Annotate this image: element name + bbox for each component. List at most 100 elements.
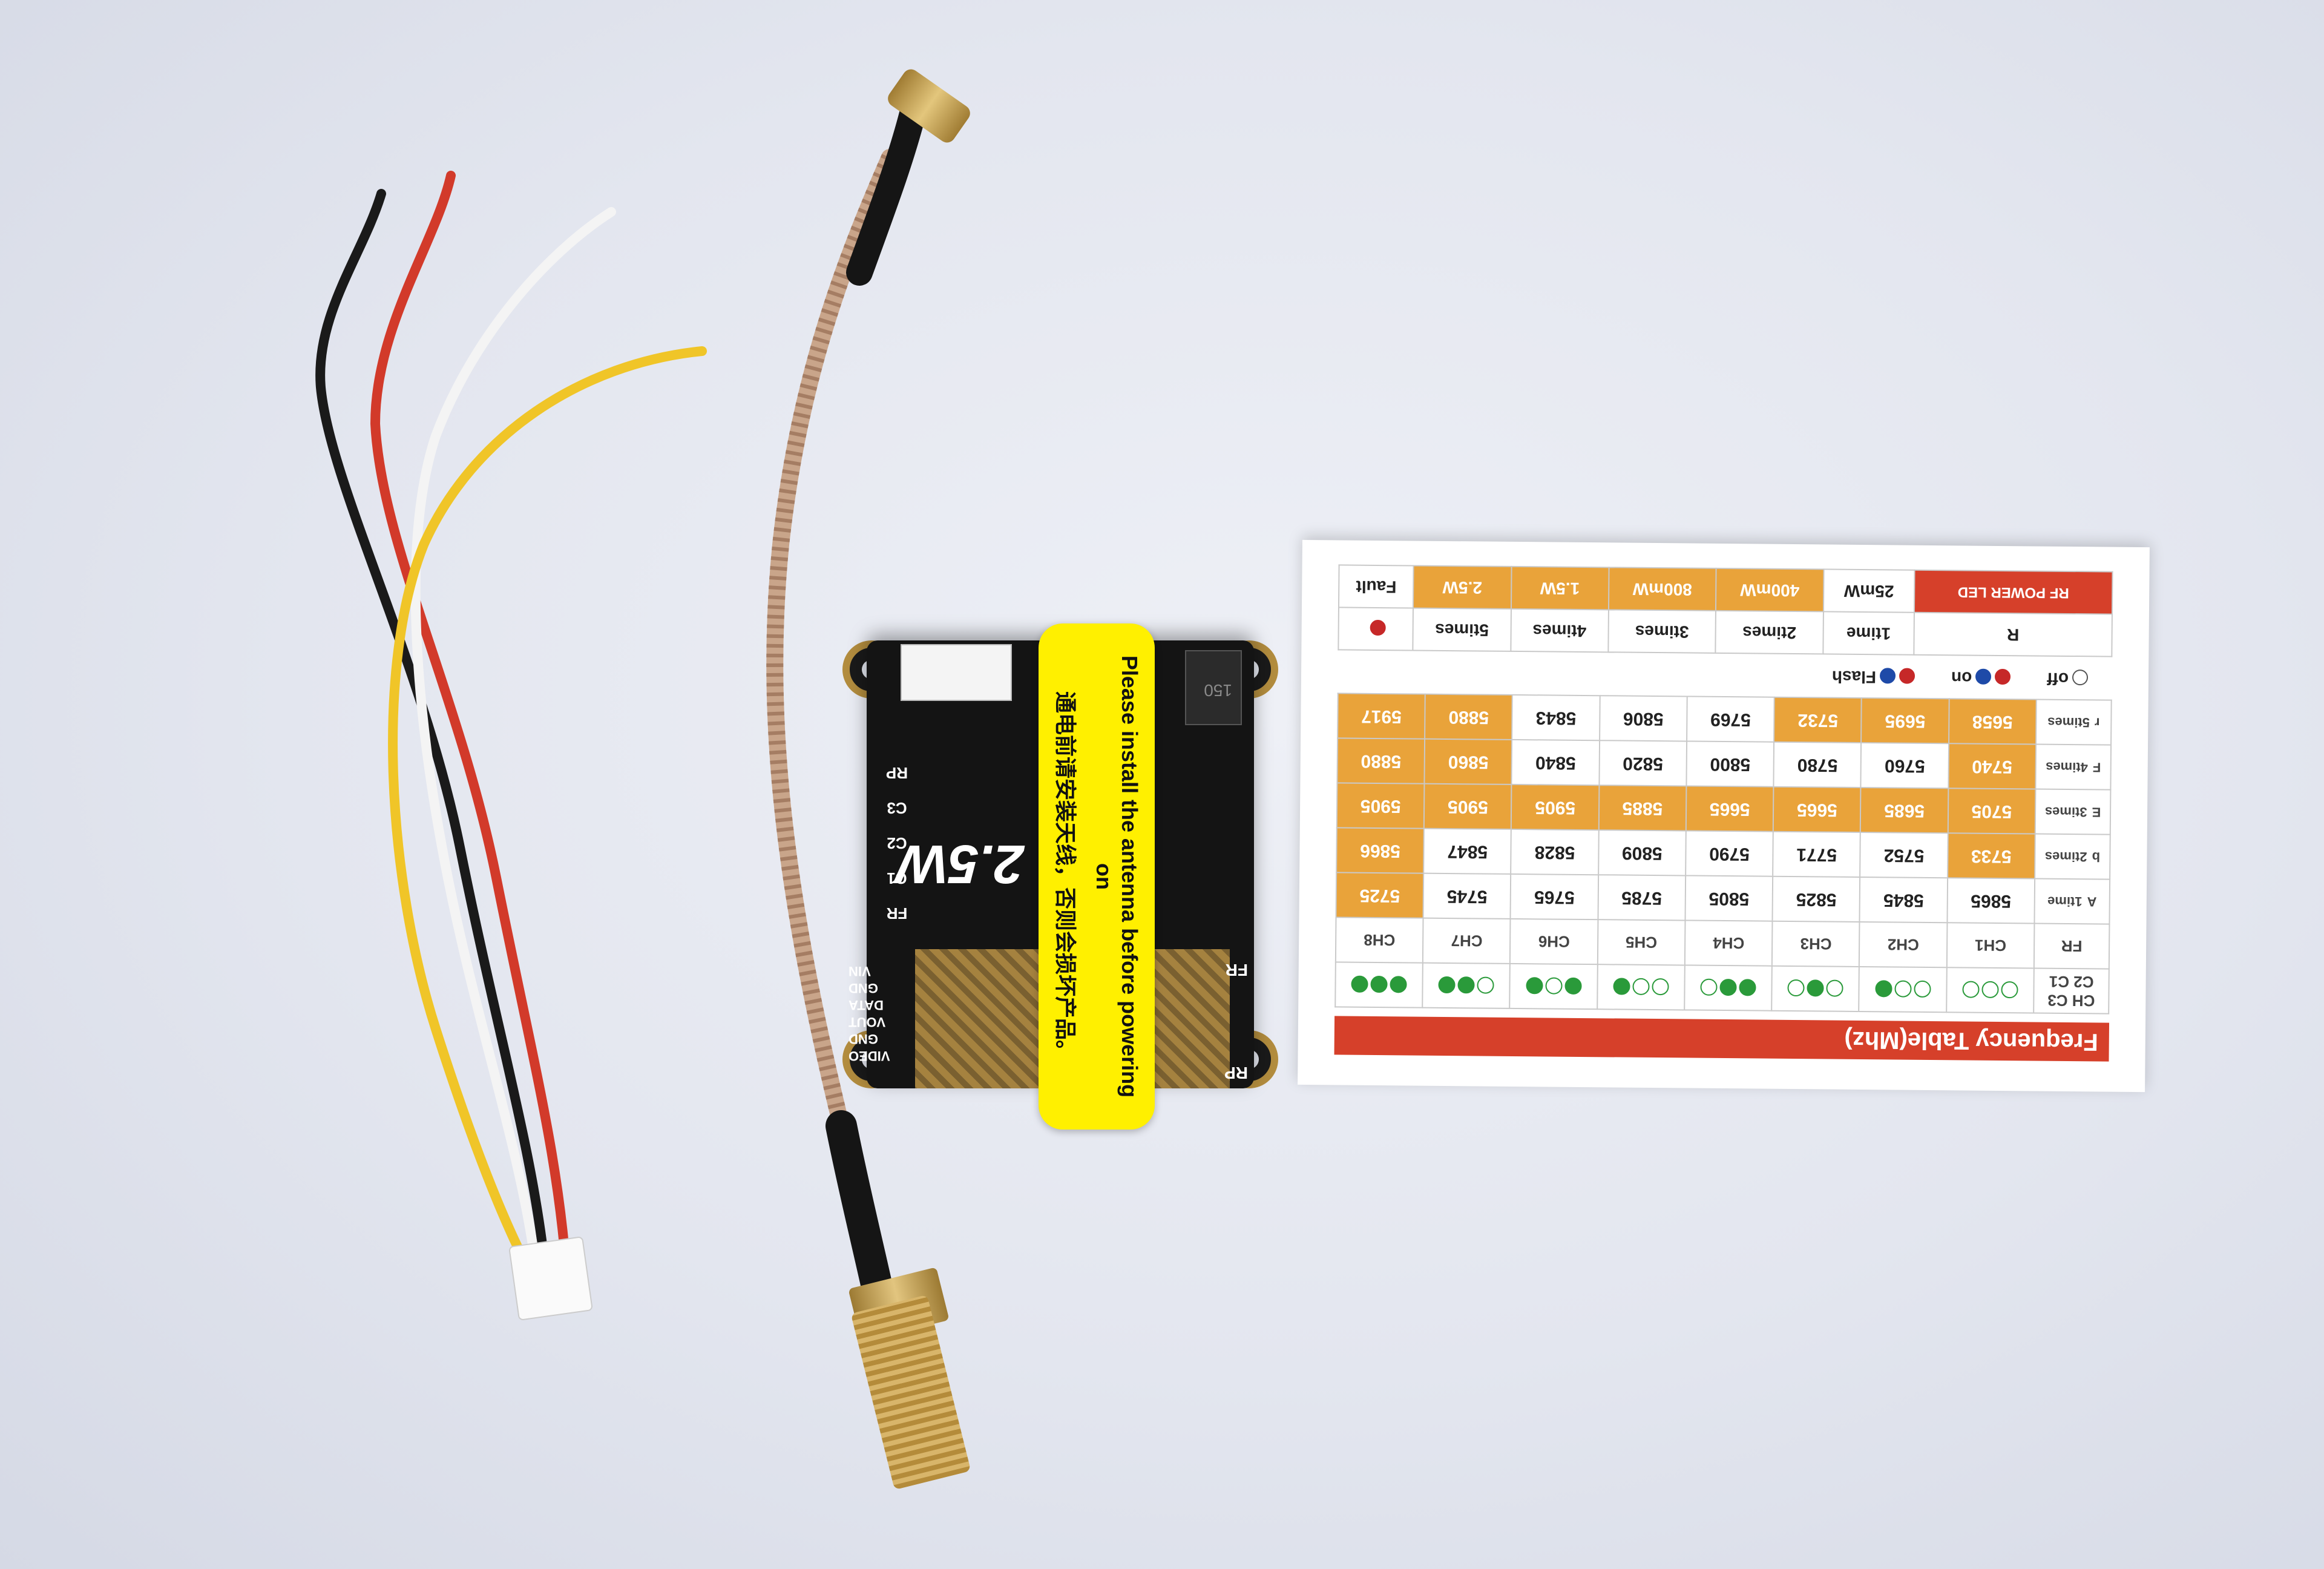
led-dot-icon bbox=[1894, 980, 1912, 998]
led-dot-icon bbox=[2001, 981, 2018, 999]
band-letter: F bbox=[2092, 760, 2101, 775]
band-label: F4times bbox=[2035, 744, 2112, 790]
pin-gnd-2: GND bbox=[849, 981, 878, 996]
led-dot-icon bbox=[1438, 976, 1456, 994]
led-dot-icon bbox=[1526, 977, 1543, 995]
pin-video: VIDEO bbox=[849, 1048, 890, 1064]
pin-vout: VOUT bbox=[849, 1015, 886, 1030]
frequency-cell: 5905 bbox=[1336, 783, 1425, 829]
legend-on-label: on bbox=[1951, 668, 1972, 688]
led-dot-icon bbox=[1787, 979, 1805, 997]
sticker-text-en: Please install the antenna before poweri… bbox=[1092, 655, 1142, 1098]
frequency-cell: 5917 bbox=[1338, 693, 1425, 739]
channel-header: CH7 bbox=[1423, 918, 1511, 964]
legend-off: off bbox=[2047, 669, 2089, 689]
led-dot-icon bbox=[1700, 978, 1718, 996]
led-dot-icon bbox=[1545, 977, 1563, 995]
corner-top: CH C3 bbox=[2047, 991, 2095, 1010]
warning-sticker: Please install the antenna before poweri… bbox=[1039, 623, 1155, 1130]
frequency-cell: 5905 bbox=[1511, 784, 1600, 831]
sticker-text-zh: 通电前请安装天线，否则会损坏产品。 bbox=[1053, 691, 1078, 1062]
inductor-mark: 150 bbox=[1204, 681, 1232, 700]
wire-yellow bbox=[388, 346, 707, 1270]
frequency-cell: 5665 bbox=[1773, 786, 1861, 832]
btn-rp: RP bbox=[885, 764, 908, 782]
band-label: b2times bbox=[2035, 834, 2110, 880]
led-dot-icon bbox=[1613, 978, 1630, 995]
led-dot-icon bbox=[1875, 980, 1892, 998]
power-marker: 4times bbox=[1510, 608, 1609, 653]
corner-cell: CH C3 C2 C1 bbox=[2034, 968, 2109, 1014]
frequency-cell: 5847 bbox=[1423, 828, 1512, 874]
power-value: 2.5W bbox=[1413, 565, 1512, 609]
corner-mid: C2 C1 bbox=[2049, 972, 2094, 992]
fault-dot-cell bbox=[1338, 607, 1414, 651]
power-marker: 5times bbox=[1413, 608, 1511, 651]
frequency-cell: 5665 bbox=[1686, 786, 1774, 832]
channel-dots-7 bbox=[1422, 962, 1511, 1008]
led-dot-icon bbox=[1477, 976, 1495, 994]
wire-red bbox=[370, 171, 571, 1270]
frequency-cell: 5860 bbox=[1424, 738, 1512, 784]
frequency-cell: 5800 bbox=[1686, 741, 1774, 787]
frequency-cell: 5866 bbox=[1336, 827, 1425, 873]
led-dot-icon bbox=[1826, 979, 1844, 997]
led-dot-icon bbox=[1914, 980, 1931, 998]
power-value: 800mW bbox=[1608, 567, 1716, 611]
channel-dots-5 bbox=[1597, 964, 1685, 1010]
corner-fr: FR bbox=[2034, 923, 2110, 969]
pin-data: DATA bbox=[849, 998, 884, 1013]
dots-row: CH C3 C2 C1 bbox=[1335, 962, 2109, 1014]
led-dot-icon bbox=[1390, 976, 1407, 993]
channel-header: CH1 bbox=[1946, 923, 2035, 969]
red-dot-icon bbox=[1995, 669, 2011, 685]
frequency-cell: 5905 bbox=[1424, 783, 1512, 829]
pad-label-rp: RP bbox=[1224, 1064, 1248, 1082]
frequency-cell: 5885 bbox=[1598, 785, 1687, 831]
power-marker: 2times bbox=[1715, 610, 1823, 654]
frequency-cell: 5769 bbox=[1687, 696, 1774, 742]
btn-fr: FR bbox=[886, 904, 908, 923]
frequency-cell: 5760 bbox=[1860, 742, 1949, 789]
flash-blue-dot-icon bbox=[1879, 668, 1896, 684]
power-marker: 1time bbox=[1823, 611, 1915, 655]
frequency-cell: 5725 bbox=[1336, 872, 1424, 918]
channel-header: CH8 bbox=[1335, 917, 1423, 963]
heatshrink-bottom bbox=[826, 1110, 893, 1305]
frequency-cell: 5740 bbox=[1948, 743, 2037, 789]
frequency-cell: 5805 bbox=[1685, 875, 1773, 921]
blue-dot-icon bbox=[1975, 669, 1992, 685]
band-letter: b bbox=[2092, 849, 2101, 865]
channel-dots-3 bbox=[1771, 965, 1860, 1011]
led-dot-icon bbox=[1962, 981, 1980, 998]
frequency-cell: 5865 bbox=[1947, 878, 2035, 924]
btn-c3: C3 bbox=[887, 799, 907, 817]
frequency-cell: 5658 bbox=[1948, 699, 2037, 745]
frequency-cell: 5765 bbox=[1511, 873, 1598, 920]
frequency-cell: 5705 bbox=[1948, 788, 2036, 834]
frequency-cell: 5695 bbox=[1861, 697, 1949, 744]
power-value: Fault bbox=[1338, 565, 1414, 608]
band-marker: 5times bbox=[2047, 714, 2090, 731]
btn-c2: C2 bbox=[887, 834, 907, 852]
band-letter: A bbox=[2087, 894, 2097, 910]
card-title: Frequency Table(Mhz) bbox=[1334, 1016, 2110, 1062]
band-label: E3times bbox=[2035, 789, 2111, 835]
pad-label-fr: FR bbox=[1225, 961, 1248, 979]
fault-red-dot-icon bbox=[1370, 620, 1386, 636]
frequency-cell: 5785 bbox=[1598, 875, 1686, 921]
legend-flash: Flash bbox=[1832, 667, 1915, 687]
brand-text: 2.5W bbox=[896, 834, 1024, 894]
wire-white bbox=[410, 207, 616, 1270]
band-label: r5times bbox=[2036, 699, 2112, 745]
frequency-cell: 5790 bbox=[1686, 831, 1774, 877]
frequency-cell: 5780 bbox=[1773, 742, 1862, 788]
wire-black bbox=[315, 189, 550, 1270]
